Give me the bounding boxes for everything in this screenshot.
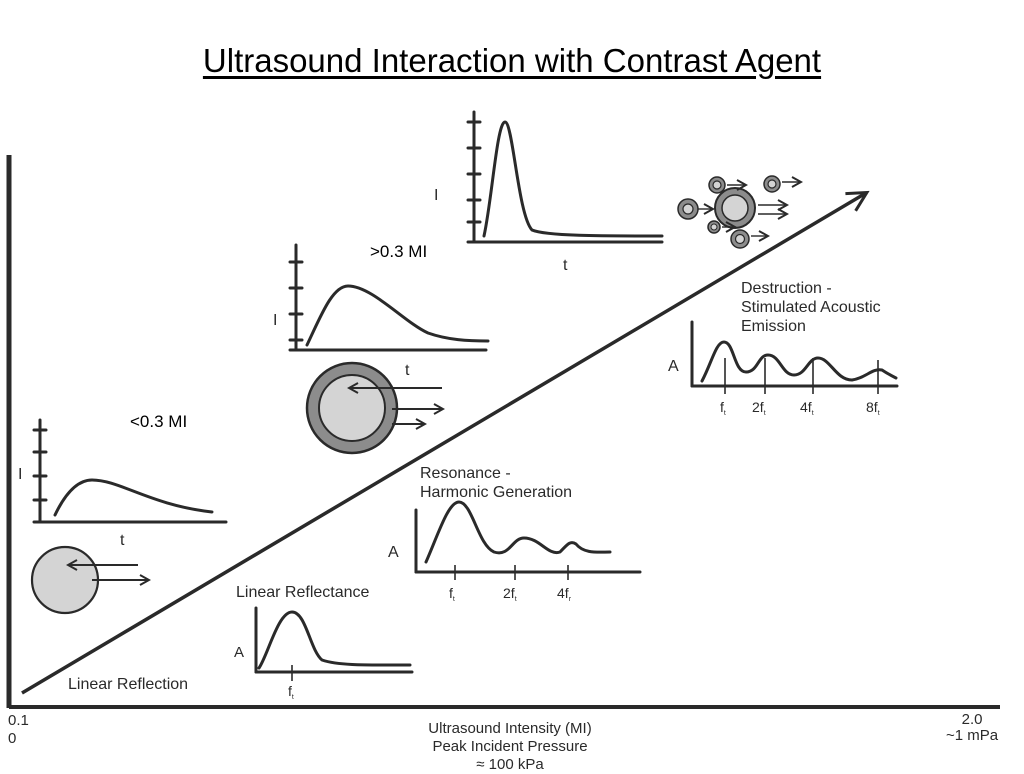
reflectance-f-label: ft — [288, 683, 294, 701]
x-axis-max-mi: 2.0 — [961, 711, 983, 728]
x-axis-title-line3: ≈ 100 kPa — [476, 756, 544, 773]
destruction-8f-label: 8ft — [866, 399, 880, 417]
bubble-fragments — [677, 175, 800, 249]
destruction-label: Destruction - Stimulated Acoustic Emissi… — [741, 279, 881, 336]
destruction-a-label: A — [668, 358, 679, 375]
x-axis-max: 2.0 ~1 mPa — [946, 712, 998, 744]
resonance-f-label: ft — [449, 585, 455, 603]
low-mi-label: <0.3 MI — [130, 412, 188, 431]
resonance-label-line1: Resonance - — [420, 465, 511, 482]
resonance-4f-label: 4fr — [557, 585, 572, 603]
linear-reflection-label: Linear Reflection — [68, 676, 189, 693]
resonance-2f-label: 2ft — [503, 585, 517, 603]
high-mi-label: >0.3 MI — [370, 242, 428, 261]
resonance-a-label: A — [388, 544, 399, 561]
intensity-diagonal-arrow — [21, 193, 866, 695]
destruction-graph — [690, 320, 899, 394]
page-title: Ultrasound Interaction with Contrast Age… — [202, 42, 822, 79]
x-axis-title-line2: Peak Incident Pressure — [432, 738, 588, 755]
x-axis-title: Ultrasound Intensity (MI) Peak Incident … — [360, 720, 660, 774]
low-graph-t-label: t — [120, 532, 125, 549]
x-axis-title-line1: Ultrasound Intensity (MI) — [428, 720, 592, 737]
resonance-label: Resonance - Harmonic Generation — [420, 464, 572, 502]
high-mi-graph — [466, 110, 664, 244]
destruction-4f-label: 4ft — [800, 399, 814, 417]
destruction-f-label: ft — [720, 399, 726, 417]
x-axis-min-mi: 0.1 — [8, 712, 29, 729]
destruction-label-line3: Emission — [741, 318, 806, 335]
high-graph-t-label: t — [563, 257, 568, 274]
resonance-graph — [414, 500, 642, 580]
mid-graph-i-label: I — [273, 312, 277, 329]
small-bubble — [30, 545, 148, 615]
destruction-label-line2: Stimulated Acoustic — [741, 299, 881, 316]
x-axis-max-pressure: ~1 mPa — [946, 727, 999, 744]
x-axis-min-pressure: 0 — [8, 730, 17, 747]
high-graph-i-label: I — [434, 187, 438, 204]
reflectance-a-label: A — [234, 644, 244, 661]
mid-mi-graph — [288, 243, 490, 352]
x-axis-min: 0.1 0 — [8, 712, 29, 748]
linear-reflectance-label: Linear Reflectance — [236, 584, 370, 601]
mid-graph-t-label: t — [405, 362, 410, 379]
low-graph-i-label: I — [18, 466, 22, 483]
destruction-2f-label: 2ft — [752, 399, 766, 417]
resonance-label-line2: Harmonic Generation — [420, 484, 573, 501]
destruction-label-line1: Destruction - — [741, 280, 832, 297]
oscillating-bubble — [305, 361, 442, 455]
linear-reflectance-graph — [254, 606, 414, 681]
low-mi-graph — [32, 418, 228, 524]
